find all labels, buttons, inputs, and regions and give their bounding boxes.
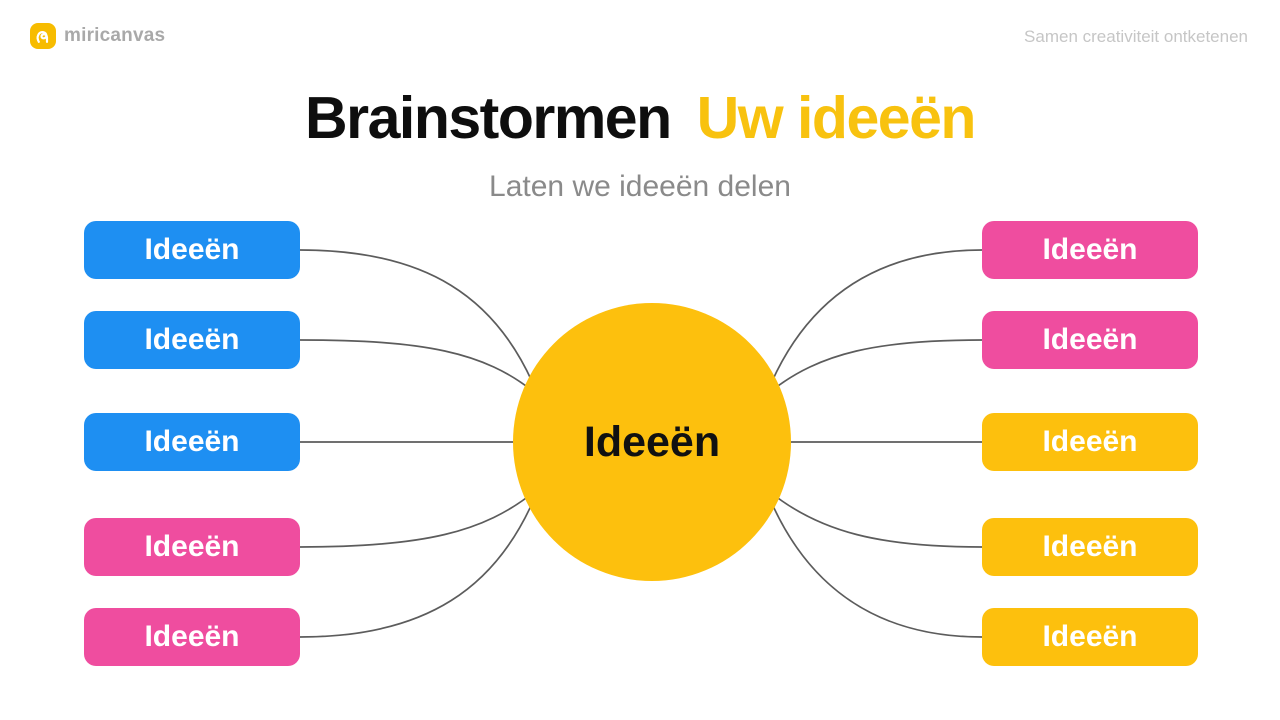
- idea-node-left-1[interactable]: Ideeën: [84, 221, 300, 279]
- connector-line-right-5: [764, 486, 983, 638]
- idea-node-right-3[interactable]: Ideeën: [982, 413, 1198, 471]
- title-main[interactable]: Brainstormen: [305, 85, 672, 151]
- miricanvas-logo: miricanvas: [30, 23, 165, 49]
- idea-node-left-2[interactable]: Ideeën: [84, 311, 300, 369]
- title-accent[interactable]: Uw ideeën: [696, 85, 977, 151]
- miricanvas-logo-icon: [30, 23, 56, 49]
- connector-line-right-2: [769, 339, 983, 393]
- logo-doodle-icon: [36, 31, 49, 43]
- idea-node-right-4[interactable]: Ideeën: [982, 518, 1198, 576]
- connector-line-left-2: [299, 339, 535, 393]
- header-tagline: Samen creativiteit ontketenen: [1024, 27, 1248, 46]
- idea-node-left-5[interactable]: Ideeën: [84, 608, 300, 666]
- connector-line-left-1: [299, 249, 540, 399]
- connector-line-right-1: [764, 249, 983, 399]
- idea-node-left-4[interactable]: Ideeën: [84, 518, 300, 576]
- connector-line-left-5: [299, 486, 540, 638]
- connector-line-right-4: [769, 491, 983, 548]
- subtitle[interactable]: Laten we ideeën delen: [489, 170, 791, 203]
- connector-line-left-4: [299, 491, 535, 548]
- logo-wordmark: miricanvas: [64, 25, 166, 46]
- idea-node-right-5[interactable]: Ideeën: [982, 608, 1198, 666]
- idea-node-left-3[interactable]: Ideeën: [84, 413, 300, 471]
- page-title: Brainstormen Uw ideeën: [0, 84, 1280, 152]
- idea-node-right-2[interactable]: Ideeën: [982, 311, 1198, 369]
- central-idea-node[interactable]: Ideeën: [513, 303, 791, 581]
- idea-node-right-1[interactable]: Ideeën: [982, 221, 1198, 279]
